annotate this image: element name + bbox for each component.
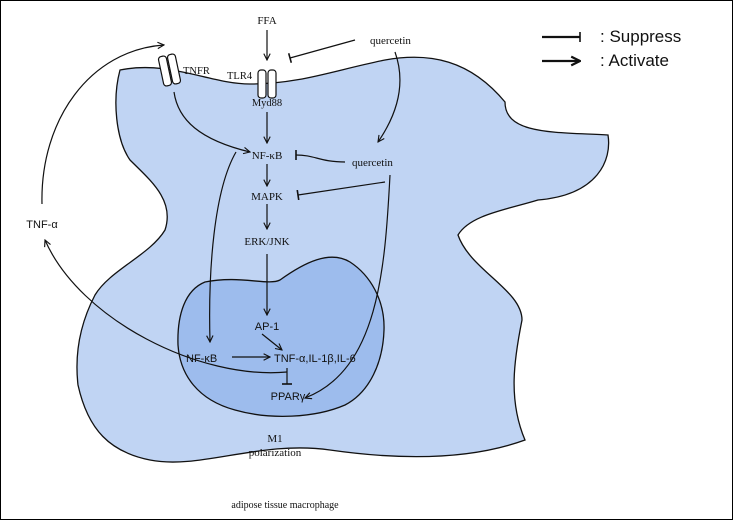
label-nfkb: NF-κB [252, 150, 283, 162]
label-myd88: Myd88 [252, 98, 282, 109]
quercetin-top-to-mid-arrow [378, 51, 401, 142]
label-ffa: FFA [257, 15, 276, 27]
quercetin-inhibits-nfkb [295, 149, 346, 163]
label-ap1: AP-1 [255, 321, 279, 333]
label-tlr4: TLR4 [227, 71, 253, 82]
label-quercetin-mid: quercetin [352, 157, 393, 169]
quercetin-to-ppar-arrow [305, 174, 391, 398]
ap1-to-cytokines-arrow [261, 333, 282, 350]
tnf-alpha-to-tnfr-arrow [41, 45, 164, 205]
tnfr-to-nfkb-arrow [173, 91, 250, 152]
label-cytokines: TNF-α,IL-1β,IL-6 [274, 353, 356, 365]
cytokines-to-tnf-alpha-arrow [45, 240, 288, 374]
nfkb-to-nucleus-arrow [210, 151, 237, 342]
tnfr-receptor-icon [157, 53, 182, 87]
tlr4-receptor-icon [257, 69, 277, 99]
quercetin-inhibits-mapk [296, 181, 386, 201]
label-tnfr: TNFR [183, 66, 210, 77]
label-polarization: polarization [249, 447, 302, 459]
quercetin-inhibits-tlr4 [287, 39, 356, 64]
label-tnf-alpha: TNF-α [26, 219, 58, 231]
label-macrophage: adipose tissue macrophage [231, 500, 339, 511]
legend-suppress-label: : Suppress [600, 27, 681, 46]
label-ppar: PPARγ [271, 391, 306, 403]
label-nfkb-nucleus: NF-κB [186, 353, 217, 365]
label-quercetin-top: quercetin [370, 35, 411, 47]
label-mapk: MAPK [251, 191, 283, 203]
nucleus [177, 256, 385, 417]
label-m1: M1 [267, 433, 282, 445]
label-erk-jnk: ERK/JNK [244, 236, 289, 248]
legend-activate-label: : Activate [600, 51, 669, 70]
